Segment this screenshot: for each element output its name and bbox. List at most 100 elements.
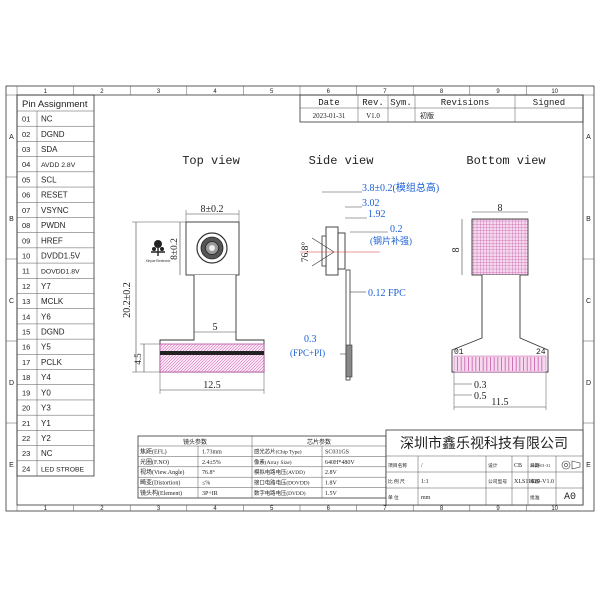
row-letter-left: E	[9, 462, 14, 469]
column-number-top: 7	[383, 89, 387, 95]
pin-name: DVDD1.5V	[41, 251, 81, 260]
top-width-dim: 8±0.2	[201, 204, 224, 215]
title-cell: 设计	[488, 462, 498, 469]
lens-param-label: 镜头构(Element)	[140, 489, 182, 497]
chip-param-label: 数字电路电压(DVDD)	[254, 489, 306, 497]
rev-header-sym: Sym.	[390, 98, 412, 108]
pin-number: 03	[22, 145, 30, 154]
title-cell: 公司型号	[488, 478, 507, 485]
pin-name: SDA	[41, 145, 58, 154]
top-height-dim: 8±0.2	[170, 238, 180, 260]
gold-fingers	[457, 357, 543, 371]
row-letter-right: D	[586, 380, 591, 387]
pin-name: Y6	[41, 312, 51, 321]
column-number-bottom: 10	[551, 506, 558, 512]
company-logo: Xinyue Electronic	[146, 240, 171, 263]
pin-number: 17	[22, 358, 30, 367]
chip-param-label: 像素(Array Size)	[254, 458, 292, 466]
pin-name: DOVDD1.8V	[41, 269, 80, 276]
pin-number: 23	[22, 449, 30, 458]
pin-name: DGND	[41, 328, 65, 337]
rev-header-date: Date	[318, 98, 340, 108]
column-number-top: 8	[440, 89, 444, 95]
projection-symbol-icon	[561, 460, 581, 470]
pin-name: VSYNC	[41, 206, 69, 215]
column-number-bottom: 6	[327, 506, 331, 512]
bottom-view-drawing: 01 24 8 8 0.3 0.5 11.5	[451, 203, 549, 410]
column-number-top: 5	[270, 89, 274, 95]
side-fpc	[345, 269, 351, 381]
pin-number: 04	[22, 160, 30, 169]
bottom-view-title: Bottom view	[466, 154, 546, 168]
rev-description: 初版	[420, 111, 434, 120]
pin-name: NC	[41, 449, 53, 458]
top-length-dim: 20.2±0.2	[122, 282, 133, 318]
column-number-top: 3	[157, 89, 161, 95]
column-number-bottom: 7	[383, 506, 387, 512]
chip-param-label: 感光芯片(Chip Type)	[254, 447, 302, 455]
side-lens	[337, 232, 346, 270]
pin-table-title: Pin Assignment	[22, 99, 88, 110]
rev-date: 2023-01-31	[313, 112, 346, 120]
column-number-top: 4	[213, 89, 217, 95]
fov-angle-dim: 76.8°	[300, 242, 311, 263]
pin-name: DGND	[41, 130, 65, 139]
sheet-size: A0	[564, 492, 576, 503]
side-stiffener	[345, 344, 353, 378]
stiffener-dim: 4.5	[133, 353, 143, 365]
title-cell: 单 位	[388, 494, 399, 501]
lens-barrel	[196, 232, 228, 264]
top-view-drawing: Xinyue Electronic 8±0.2 8±0.2 20.2±0.2 5…	[122, 204, 265, 394]
title-cell: mm	[421, 495, 431, 501]
row-letter-right: A	[586, 134, 591, 141]
side-tolerance: 0.2	[390, 224, 403, 235]
pin-number: 06	[22, 191, 30, 200]
lens-center	[209, 245, 215, 251]
title-cell: 比 例 尺	[388, 478, 405, 485]
pin-name: PCLK	[41, 358, 63, 367]
steel-note: (钢片补强)	[370, 235, 412, 246]
pin-number: 08	[22, 221, 30, 230]
title-cell: /	[421, 463, 423, 469]
lens-param-value: 76.8°	[202, 469, 216, 476]
company-name: 深圳市鑫乐视科技有限公司	[400, 435, 568, 452]
title-cell: CB	[514, 463, 522, 469]
column-number-bottom: 2	[100, 506, 104, 512]
pin-name: Y0	[41, 388, 51, 397]
top-view-title: Top view	[182, 154, 240, 168]
pin-first-label: 01	[454, 348, 464, 357]
column-number-top: 2	[100, 89, 104, 95]
column-number-bottom: 5	[270, 506, 274, 512]
lens-param-label: 畸变(Distortion)	[140, 479, 180, 487]
pin-number: 16	[22, 343, 30, 352]
lens-param-value: 1.73mm	[202, 449, 222, 455]
connector-width-dim: 11.5	[491, 397, 508, 408]
chip-param-value: 1.5V	[325, 491, 338, 497]
title-cell: 2023-01-31	[530, 463, 551, 468]
column-number-top: 6	[327, 89, 331, 95]
pin-number: 05	[22, 175, 30, 184]
rev-header-rev: Rev.	[362, 98, 384, 108]
pin-number: 21	[22, 419, 30, 428]
title-cell: 审核	[530, 478, 540, 485]
pin-name: SCL	[41, 175, 57, 184]
pin-name: RESET	[41, 191, 68, 200]
chip-param-value: 1.8V	[325, 481, 338, 487]
logo-text: Xinyue Electronic	[146, 259, 171, 263]
bottom-height-dim: 8	[451, 248, 462, 253]
row-letter-right: B	[586, 216, 591, 223]
tail-width-dim: 5	[213, 322, 218, 333]
revision-table: Date Rev. Sym. Revisions Signed 2023-01-…	[299, 94, 584, 123]
side-view-drawing: 76.8° 3.8±0.2(模组总高) 3.02 1.92 0.2 (钢片补强)…	[290, 181, 439, 381]
pin-number: 14	[22, 312, 30, 321]
pin-number: 15	[22, 328, 30, 337]
top-bottom-width-dim: 12.5	[203, 380, 221, 391]
row-letter-right: E	[586, 462, 591, 469]
column-number-bottom: 9	[496, 506, 500, 512]
pin-name: Y2	[41, 434, 51, 443]
title-cell: 批准	[530, 494, 540, 501]
